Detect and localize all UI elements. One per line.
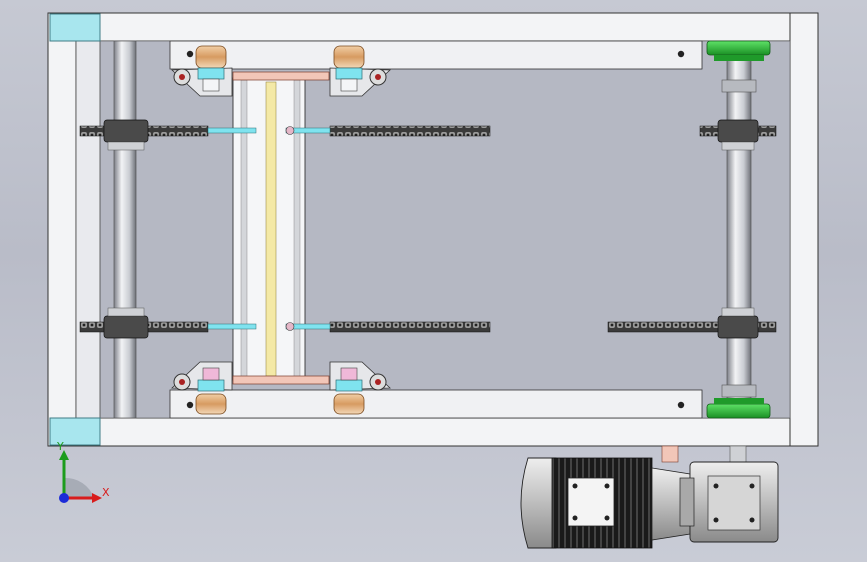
sprockets[interactable] [103, 119, 777, 339]
nut-icon [285, 322, 295, 331]
triad-arc [64, 477, 94, 498]
chain-bottom-right [607, 321, 777, 333]
sprocket-icon-top-left [103, 119, 149, 151]
carriage-bottom-bar [232, 375, 330, 385]
bolt-icon [749, 517, 755, 523]
sprocket-icon-bottom-left [103, 307, 149, 339]
pulley-bottom-left[interactable] [171, 361, 233, 415]
gear-icon-top-right [706, 40, 771, 61]
sprocket-icon-bottom-right [717, 307, 759, 339]
frame-right-rail [789, 12, 819, 447]
gear-icon-bottom-right [706, 398, 771, 419]
frame[interactable] [47, 12, 819, 447]
tension-rod [207, 323, 257, 330]
tension-rod [207, 127, 257, 134]
bolt-icon [186, 401, 194, 409]
motor-coupling [661, 445, 679, 463]
left-post [75, 40, 101, 419]
bolt-icon [677, 401, 685, 409]
bolt-icon [572, 515, 578, 521]
frame-inner-panel [75, 40, 791, 419]
bottom-bearing-plate[interactable] [169, 389, 703, 419]
frame-top-rail [47, 12, 819, 42]
left-shaft[interactable] [113, 40, 137, 419]
frame-bottom-rail [47, 417, 819, 447]
bolt-icon [677, 50, 685, 58]
bolt-icon [186, 50, 194, 58]
pulley-top-left[interactable] [171, 45, 233, 97]
bolt-icon [572, 483, 578, 489]
nut-icon [285, 126, 295, 135]
right-shaft[interactable] [721, 55, 757, 405]
motor-fan-cover [520, 457, 557, 549]
chain-top-right [329, 125, 491, 137]
frame-left-rail [47, 12, 77, 447]
bolt-icon [713, 517, 719, 523]
bolt-icon [604, 515, 610, 521]
pulley-top-right[interactable] [329, 45, 391, 97]
bolt-icon [713, 483, 719, 489]
chain-bottom-mid [329, 321, 491, 333]
bolt-icon [749, 483, 755, 489]
z-axis-dot [59, 493, 69, 503]
sprocket-icon-top-right [699, 119, 777, 151]
gearbox[interactable] [679, 461, 779, 543]
bolt-icon [604, 483, 610, 489]
carriage-top-bar [232, 71, 330, 81]
top-bearing-plate[interactable] [169, 40, 703, 70]
coordinate-triad [59, 450, 102, 503]
corner-block-top-left [49, 13, 101, 42]
output-shaft [729, 445, 747, 463]
pulley-bottom-right[interactable] [329, 361, 391, 415]
y-axis-label: Y [57, 440, 64, 453]
x-axis-label: X [102, 486, 110, 499]
corner-block-bottom-left [49, 417, 101, 446]
